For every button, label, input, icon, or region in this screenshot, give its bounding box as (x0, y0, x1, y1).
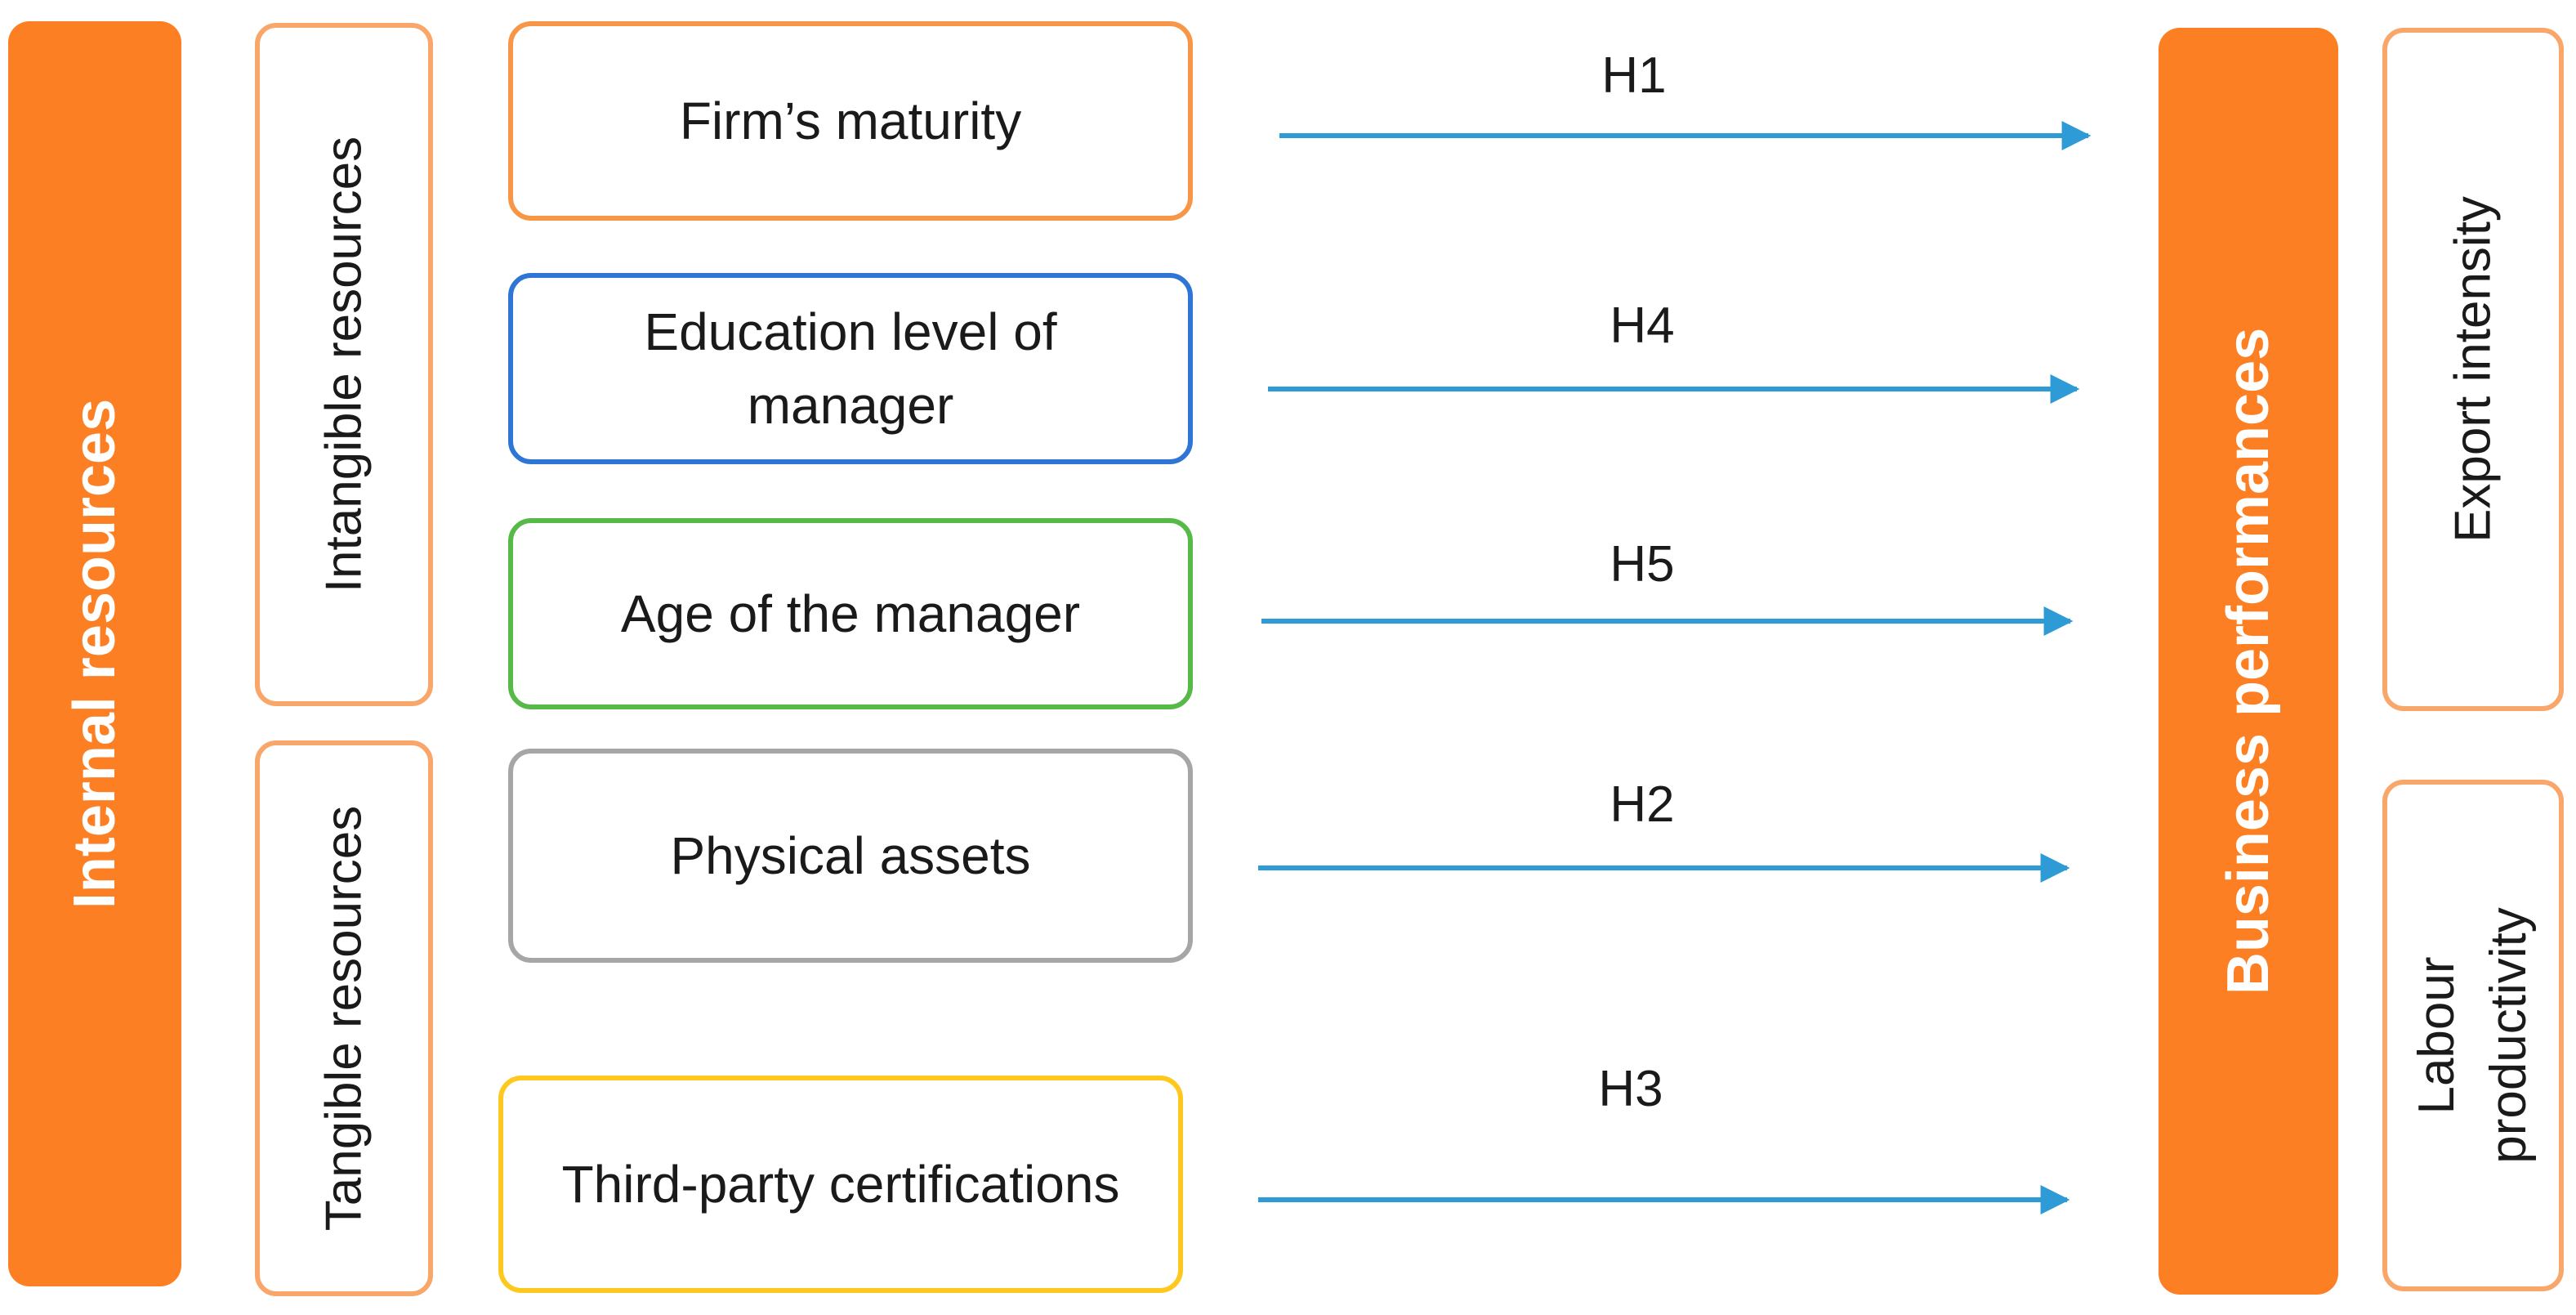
hypothesis-label-h3: H3 (1598, 1061, 1663, 1117)
business-performances-bar: Business performances (2159, 28, 2338, 1295)
export-intensity-label: Export intensity (2444, 196, 2502, 543)
internal-resources-bar: Internal resources (8, 21, 181, 1286)
intangible-resources-box: Intangible resources (255, 23, 433, 706)
construct-third-party-certifications: Third-party certifications (498, 1076, 1183, 1293)
construct-firms-maturity: Firm’s maturity (508, 21, 1193, 221)
hypothesis-label-h2: H2 (1609, 776, 1675, 833)
labour-productivity-line1: Labour (2409, 956, 2465, 1115)
labour-productivity-line2: productivity (2480, 907, 2537, 1164)
hypothesis-label-h4: H4 (1609, 297, 1675, 354)
business-performances-label: Business performances (2216, 327, 2281, 995)
construct-label: Education level of manager (644, 302, 1057, 435)
construct-label: Physical assets (670, 826, 1031, 885)
labour-productivity-box: Labour productivity (2382, 780, 2564, 1291)
construct-label: Firm’s maturity (679, 92, 1022, 150)
construct-label: Third-party certifications (561, 1155, 1120, 1214)
construct-education-level: Education level of manager (508, 273, 1193, 464)
construct-physical-assets: Physical assets (508, 749, 1193, 963)
construct-age-of-manager: Age of the manager (508, 518, 1193, 709)
labour-productivity-label: Labour productivity (2401, 907, 2545, 1164)
export-intensity-box: Export intensity (2382, 28, 2564, 711)
tangible-resources-box: Tangible resources (255, 740, 433, 1296)
construct-label: Age of the manager (620, 584, 1081, 643)
hypothesis-label-h1: H1 (1601, 47, 1667, 104)
hypothesis-label-h5: H5 (1609, 536, 1675, 593)
